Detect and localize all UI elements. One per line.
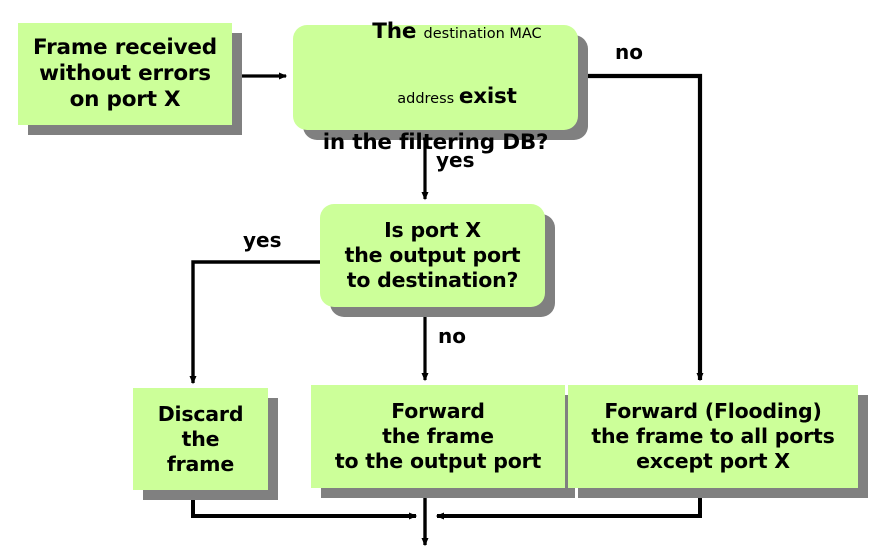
node-is-port-x-line-3: to destination? [346,268,519,292]
node-is-port-x-line-2: the output port [344,243,521,267]
node-frame-received-line-1: Frame received [33,34,217,60]
node-frame-received[interactable]: Frame received without errors on port X [18,23,232,125]
node-frame-received-line-2: without errors [39,60,211,86]
node-discard-line-1: Discard [157,401,244,426]
node-flood-line-2: the frame to all ports [591,424,835,448]
node-flood-line-3: except port X [636,449,790,473]
node-mac-seg-the: The [372,18,424,44]
node-is-port-x-output-port[interactable]: Is port X the output port to destination… [320,204,545,307]
edge-label-portx-yes: yes [243,228,282,252]
node-flood-line-1: Forward (Flooding) [604,399,822,423]
edge-flood-to-merge [435,489,702,520]
node-forward-frame[interactable]: Forward the frame to the output port [311,385,565,488]
edge-db-no-to-flood [578,73,704,382]
node-mac-seg-address: address [397,90,459,107]
node-frame-received-line-3: on port X [69,87,181,113]
node-mac-seg-destination-mac: destination MAC [423,25,542,42]
edge-label-db-no: no [615,40,643,64]
node-is-port-x-line-1: Is port X [384,218,481,242]
edge-label-portx-no: no [438,324,466,348]
node-mac-line-3: in the filtering DB? [322,129,549,155]
node-mac-line-1: The destination MAC [297,0,574,64]
edge-portx-yes-to-discard [189,260,320,385]
node-mac-seg-exist: exist [458,83,517,109]
node-forward-line-1: Forward [391,399,485,423]
node-forward-line-2: the frame [382,424,494,448]
node-mac-in-filtering-db[interactable]: The destination MAC address exist in the… [293,19,578,155]
node-discard-line-3: frame [166,451,235,476]
node-forward-line-3: to the output port [334,449,542,473]
node-flood-frame[interactable]: Forward (Flooding) the frame to all port… [568,385,858,488]
edge-label-db-yes: yes [436,148,475,172]
node-discard-frame[interactable]: Discard the frame [133,388,268,490]
node-mac-line-2: address exist [297,64,574,129]
node-discard-line-2: the [181,426,220,451]
